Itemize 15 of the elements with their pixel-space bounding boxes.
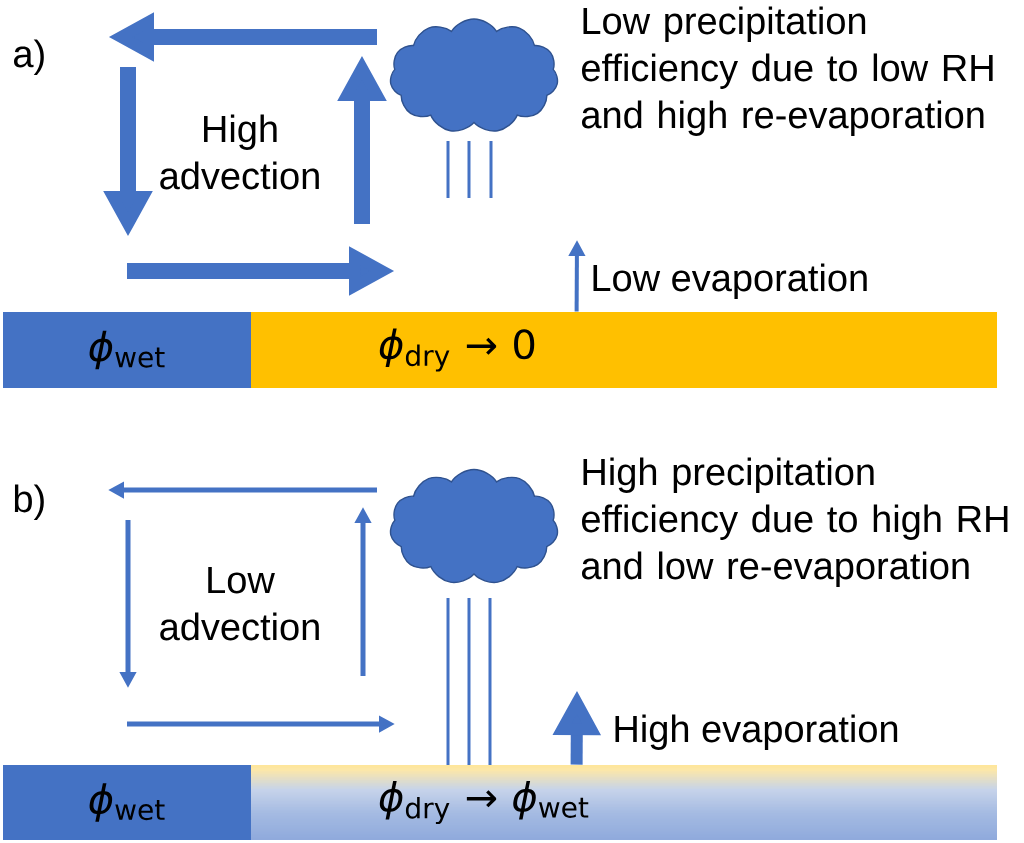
wet-region-bar: ϕ$_{wet}$ [3,765,251,840]
panel-label: b) [14,484,44,520]
edge-label: Low evaporation [593,263,867,299]
rain-cloud [389,18,559,132]
wet-region-bar: ϕ$_{wet}$ [3,312,251,388]
panel-label: a) [14,39,44,75]
cloud-caption: Low precipitation efficiency due to low RH and high re-evaporation [582,6,993,136]
dry-region-bar: ϕ$_{dry}$ → 0 [251,312,997,388]
dry-region-bar: ϕ$_{dry}$ → ϕ$_{wet}$ [251,765,997,840]
annotation-text: Low advection [160,566,319,641]
rain-cloud [389,468,559,584]
edge-label: High evaporation [615,714,898,750]
node-label: ϕ$_{dry}$ → ϕ$_{wet}$ [379,780,589,825]
cloud-caption: High precipitation efficiency due to high RH and low re-evaporation [582,457,1008,587]
annotation-text: High advection [160,114,319,190]
